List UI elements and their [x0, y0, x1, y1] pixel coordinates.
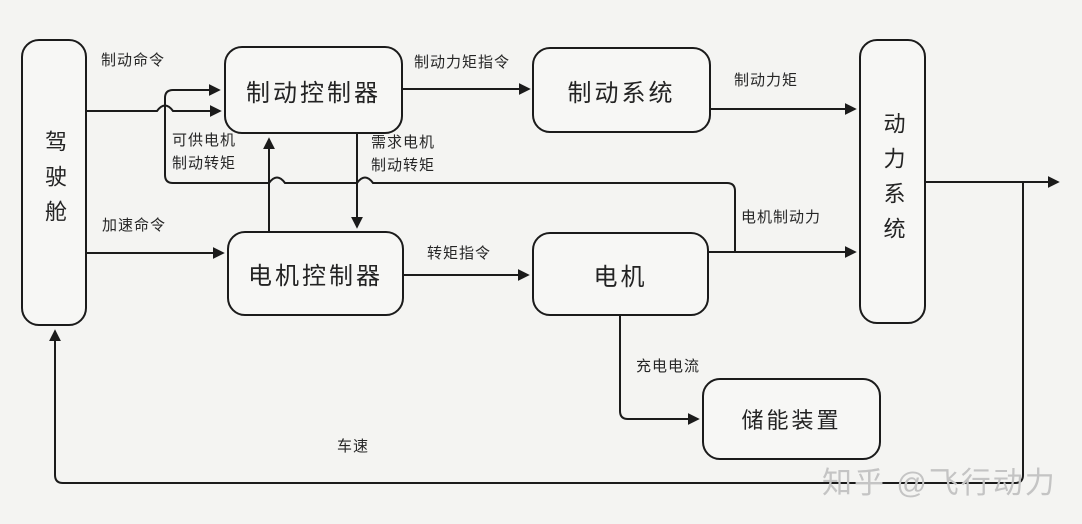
node-motor [532, 232, 709, 316]
edge-vehicle-speed-label: 车速 [337, 438, 370, 455]
node-brake-system-label: 制动系统 [567, 79, 676, 107]
node-cockpit [21, 39, 87, 326]
edge-brake-torque-label: 制动力矩 [734, 72, 799, 89]
edge-demand-motor-brake-torque-label: 需求电机 制动转矩 [371, 134, 436, 174]
node-energy-storage [702, 378, 881, 460]
node-power-system-label: 动力系统 [880, 111, 906, 252]
edge-motor-brake-force-feedback [164, 84, 736, 252]
edge-vehicle-speed-feedback [49, 182, 1024, 484]
edge-brake-command [86, 104, 222, 117]
edge-charge-current-label: 充电电流 [636, 358, 701, 375]
node-cockpit-label: 驾驶舱 [42, 130, 67, 235]
node-motor-label: 电机 [593, 263, 648, 291]
node-motor-controller [227, 231, 404, 316]
edge-accelerate-command-label: 加速命令 [102, 217, 167, 234]
node-brake-controller [224, 46, 403, 134]
edge-brake-torque-command-label: 制动力矩指令 [414, 54, 511, 71]
edge-charge-current [619, 315, 700, 425]
watermark: 知乎 @飞行动力 [822, 467, 1057, 500]
node-brake-system [532, 47, 711, 133]
edge-brake-command-label: 制动命令 [101, 52, 166, 69]
edge-torque-command-label: 转矩指令 [427, 245, 492, 262]
node-brake-controller-label: 制动控制器 [246, 79, 381, 107]
node-power-system [859, 39, 926, 324]
edge-available-motor-brake-torque-label: 可供电机 制动转矩 [172, 132, 237, 172]
node-motor-controller-label: 电机控制器 [248, 263, 383, 290]
edge-motor-brake-force-label: 电机制动力 [741, 209, 822, 226]
node-energy-storage-label: 储能装置 [741, 408, 842, 433]
